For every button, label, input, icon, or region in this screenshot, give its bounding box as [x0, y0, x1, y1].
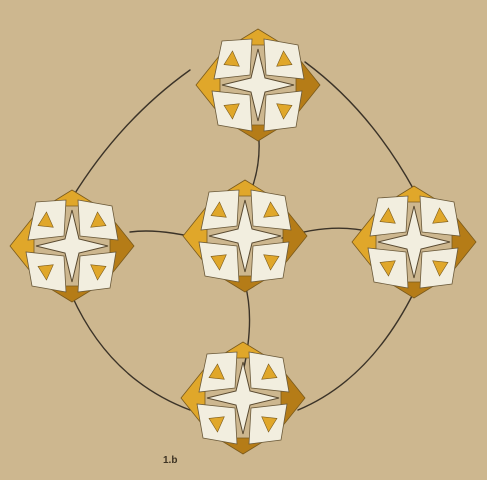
origami-module-top — [196, 29, 320, 141]
origami-module-right — [352, 186, 476, 298]
wire-top-left — [72, 70, 190, 198]
origami-module-bottom — [181, 342, 305, 454]
origami-module-left — [10, 190, 134, 302]
wire-left-bottom — [72, 296, 190, 410]
wire-right-bottom — [298, 292, 414, 410]
origami-module-center — [183, 180, 307, 292]
origami-modules — [10, 29, 476, 454]
figure-label: 1.b — [163, 455, 177, 466]
wire-center-bottom — [243, 284, 250, 372]
wire-top-right — [305, 62, 414, 190]
